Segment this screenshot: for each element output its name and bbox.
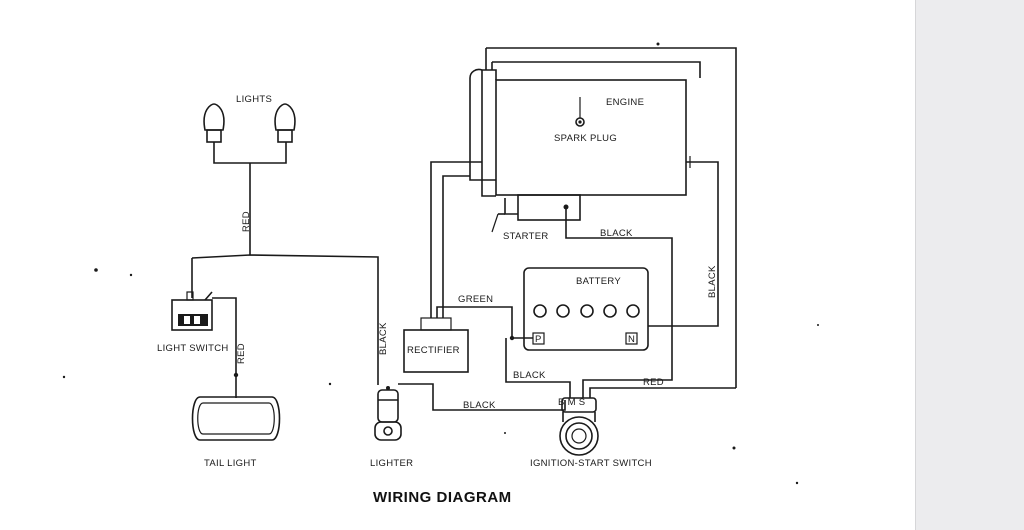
ignition-switch	[559, 397, 599, 456]
black-wire-battery	[505, 338, 571, 398]
tail-light	[191, 396, 281, 441]
lighter-label: LIGHTER	[370, 458, 413, 469]
starter	[491, 194, 581, 233]
red-wire-tail-label: RED	[236, 343, 247, 364]
headlight-bulbs	[203, 103, 296, 164]
viewer-scrollbar-gutter[interactable]	[915, 0, 1024, 530]
rectifier-label: RECTIFIER	[407, 345, 460, 356]
red-wire-lights-label: RED	[241, 211, 252, 232]
diagram-title: WIRING DIAGRAM	[373, 489, 512, 506]
lighter	[374, 386, 402, 441]
black-wire-ignition-label: BLACK	[463, 400, 496, 411]
light-switch	[171, 291, 213, 331]
black-wire-ignition	[398, 383, 566, 411]
battery-negative-terminal: N	[628, 334, 635, 345]
rectifier	[403, 161, 513, 373]
ignition-switch-label: IGNITION-START SWITCH	[530, 458, 652, 469]
battery-positive-terminal: P	[535, 334, 542, 345]
document-page: LIGHTS RED LIGHT SWITCH RED TAIL LIGHT B…	[62, 42, 819, 506]
black-wire-starter-label: BLACK	[600, 228, 633, 239]
red-wire-ignition-label: RED	[643, 377, 664, 388]
wiring-diagram: LIGHTS RED LIGHT SWITCH RED TAIL LIGHT B…	[62, 42, 819, 506]
green-wire-label: GREEN	[458, 294, 493, 305]
scan-specks	[62, 42, 819, 485]
lights-label: LIGHTS	[236, 94, 272, 105]
engine-label: ENGINE	[606, 97, 644, 108]
black-wire-lighter-label: BLACK	[378, 322, 389, 355]
black-wire-engine-ground	[648, 161, 719, 327]
black-wire-battery-label: BLACK	[513, 370, 546, 381]
black-wire-starter	[565, 207, 673, 398]
red-wire-ignition	[589, 387, 736, 398]
tail-light-label: TAIL LIGHT	[204, 458, 257, 469]
starter-label: STARTER	[503, 231, 549, 242]
engine	[469, 47, 737, 388]
battery-label: BATTERY	[576, 276, 621, 287]
red-wire-tail	[212, 297, 237, 398]
ignition-terminals-label: B M S	[558, 397, 585, 408]
spark-plug-label: SPARK PLUG	[554, 133, 617, 144]
light-switch-label: LIGHT SWITCH	[157, 343, 229, 354]
black-wire-engine-ground-label: BLACK	[707, 265, 718, 298]
spark-plug	[575, 97, 585, 127]
black-wire-lighter-bus	[191, 254, 379, 385]
